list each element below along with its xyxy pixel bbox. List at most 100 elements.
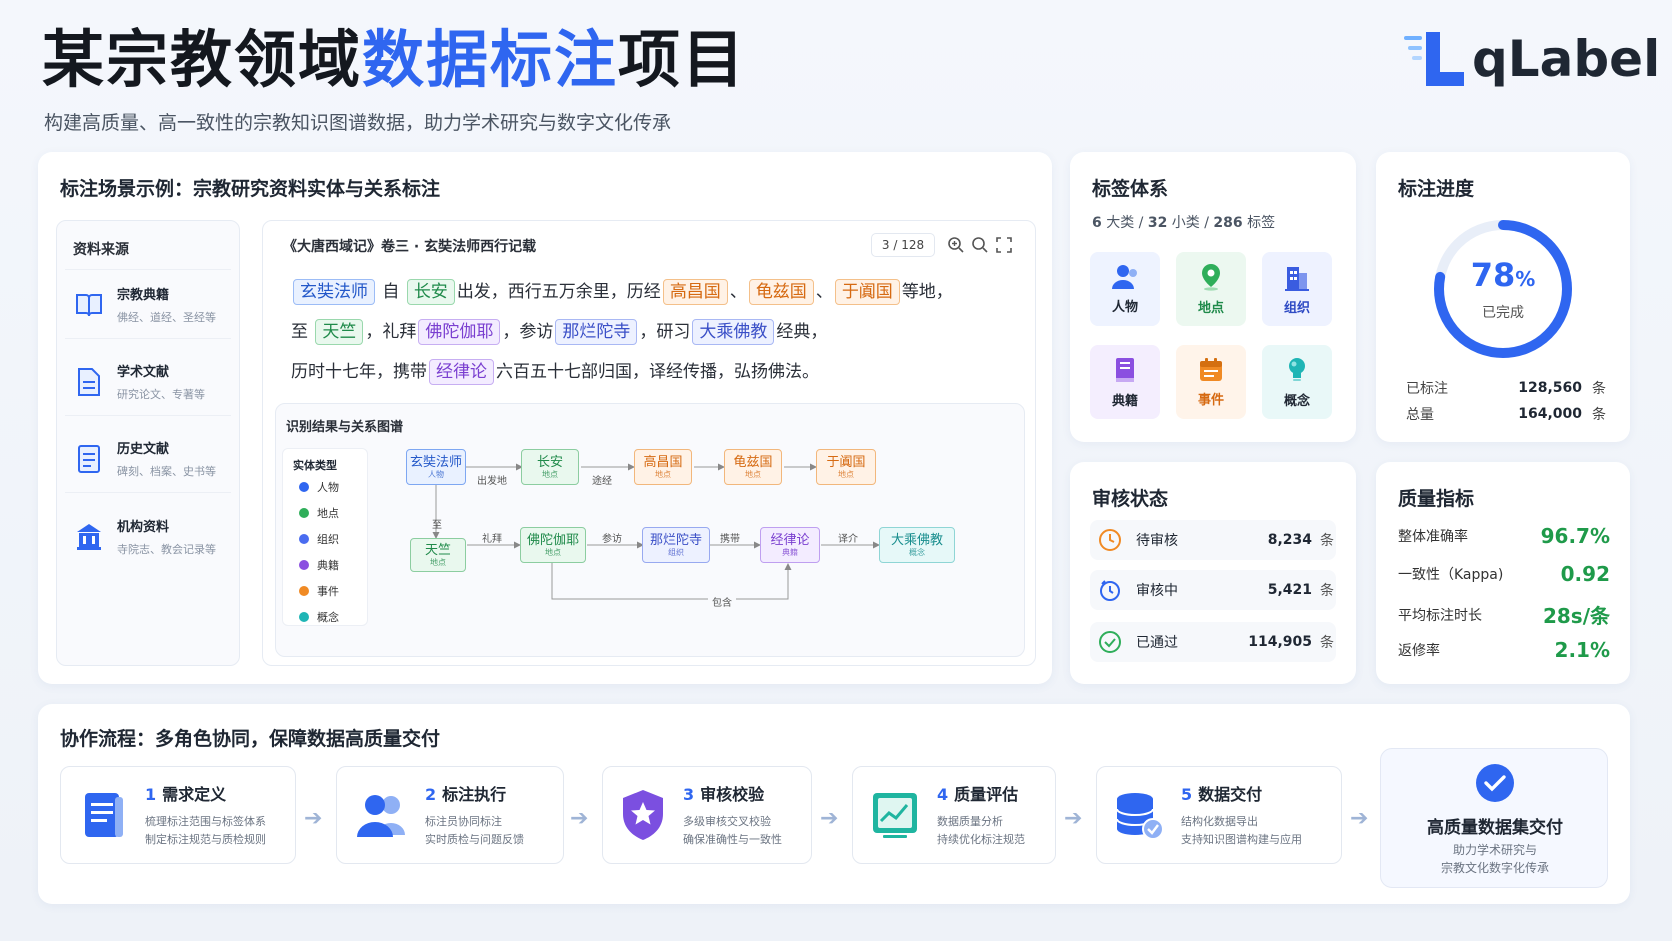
entity-place[interactable]: 长安 bbox=[406, 279, 455, 305]
progress-ring bbox=[1434, 220, 1572, 358]
check-circle-icon bbox=[1099, 631, 1121, 653]
page-indicator[interactable]: 3 / 128 bbox=[871, 233, 935, 257]
logo: qLabel bbox=[1404, 26, 1660, 96]
entity-concept[interactable]: 大乘佛教 bbox=[692, 319, 775, 345]
node-fotuo[interactable]: 佛陀伽耶地点 bbox=[520, 527, 586, 563]
final-desc-1: 助力学术研究与 bbox=[1452, 843, 1537, 857]
fullscreen-icon[interactable] bbox=[995, 236, 1013, 258]
node-gaochang[interactable]: 高昌国地点 bbox=[634, 449, 692, 485]
page-title: 某宗教领域数据标注项目 bbox=[42, 22, 746, 98]
node-yutian[interactable]: 于阗国地点 bbox=[816, 449, 876, 485]
final-title: 高质量数据集交付 bbox=[1427, 818, 1563, 838]
source-item-academic[interactable]: 学术文献研究论文、专著等 bbox=[65, 348, 231, 416]
quality-row-kappa: 一致性（Kappa)0.92 bbox=[1398, 562, 1610, 586]
legend-book: 典籍 bbox=[299, 557, 339, 573]
entity-org[interactable]: 那烂陀寺 bbox=[555, 319, 638, 345]
tag-tile-book[interactable]: 典籍 bbox=[1090, 345, 1160, 419]
entity-place[interactable]: 天竺 bbox=[315, 319, 364, 345]
workflow-card: 协作流程：多角色协同，保障数据高质量交付 bbox=[38, 704, 1630, 904]
edge-label-chufa: 出发地 bbox=[477, 476, 507, 487]
sources-title: 资料来源 bbox=[73, 242, 129, 258]
entity-book[interactable]: 经律论 bbox=[429, 359, 494, 385]
graph-title: 识别结果与关系图谱 bbox=[286, 420, 404, 435]
node-nalantuo[interactable]: 那烂陀寺组织 bbox=[642, 527, 710, 563]
document-list-icon bbox=[85, 793, 123, 837]
page-subtitle: 构建高质量、高一致性的宗教知识图谱数据，助力学术研究与数字文化传承 bbox=[44, 112, 672, 134]
arrow-right-icon: ➔ bbox=[1064, 806, 1083, 831]
tag-system-card: 标签体系 6 大类 / 32 小类 / 286 标签 人物 地点 组织 典籍 事… bbox=[1070, 152, 1356, 442]
file-icon bbox=[73, 443, 105, 475]
book-icon bbox=[1116, 357, 1134, 382]
tag-tile-concept[interactable]: 概念 bbox=[1262, 345, 1332, 419]
node-dacheng[interactable]: 大乘佛教概念 bbox=[879, 527, 955, 563]
building-icon bbox=[1285, 266, 1309, 291]
progress-done-label: 已完成 bbox=[1482, 305, 1524, 321]
chart-monitor-icon bbox=[873, 793, 917, 838]
progress-percent: 78% bbox=[1470, 256, 1536, 294]
book-icon bbox=[73, 289, 105, 321]
entity-place[interactable]: 高昌国 bbox=[662, 279, 728, 305]
tag-tile-org[interactable]: 组织 bbox=[1262, 252, 1332, 326]
scene-title: 标注场景示例：宗教研究资料实体与关系标注 bbox=[60, 178, 441, 200]
doc-line-3: 历时十七年，携带经律论六百五十七部归国，译经传播，弘扬佛法。 bbox=[291, 357, 819, 387]
building-icon bbox=[73, 520, 105, 552]
legend-event: 事件 bbox=[299, 583, 339, 599]
zoom-in-icon[interactable] bbox=[947, 236, 965, 258]
title-accent: 数据标注 bbox=[362, 23, 619, 96]
node-qiuci[interactable]: 龟兹国地点 bbox=[724, 449, 782, 485]
entity-place[interactable]: 龟兹国 bbox=[748, 279, 814, 305]
source-item-history[interactable]: 历史文献碑刻、档案、史书等 bbox=[65, 425, 231, 493]
logo-text: qLabel bbox=[1472, 30, 1661, 88]
location-icon bbox=[1202, 263, 1220, 291]
timer-icon bbox=[1100, 580, 1120, 601]
legend-person: 人物 bbox=[299, 479, 339, 495]
arrow-right-icon: ➔ bbox=[1350, 806, 1369, 831]
legend-concept: 概念 bbox=[299, 609, 339, 625]
shield-star-icon bbox=[623, 790, 663, 840]
calendar-icon bbox=[1200, 357, 1222, 381]
legend-title: 实体类型 bbox=[293, 459, 337, 472]
source-item-scripture[interactable]: 宗教典籍佛经、道经、圣经等 bbox=[65, 271, 231, 339]
entity-place[interactable]: 佛陀伽耶 bbox=[418, 319, 501, 345]
tag-tile-event[interactable]: 事件 bbox=[1176, 345, 1246, 419]
graph-edges bbox=[432, 463, 880, 600]
tag-tile-place[interactable]: 地点 bbox=[1176, 252, 1246, 326]
edge-label-yijie: 译介 bbox=[838, 534, 858, 545]
tag-tile-person[interactable]: 人物 bbox=[1090, 252, 1160, 326]
tags-summary: 6 大类 / 32 小类 / 286 标签 bbox=[1092, 215, 1276, 231]
edge-label-tujing: 途经 bbox=[592, 476, 612, 487]
quality-title: 质量指标 bbox=[1398, 488, 1475, 510]
node-changan[interactable]: 长安地点 bbox=[521, 449, 579, 485]
tags-title: 标签体系 bbox=[1092, 178, 1169, 200]
node-jinglvlun[interactable]: 经律论典籍 bbox=[760, 527, 820, 563]
source-item-institution[interactable]: 机构资料寺院志、教会记录等 bbox=[65, 502, 231, 570]
team-icon bbox=[357, 795, 405, 837]
legend-org: 组织 bbox=[299, 531, 339, 547]
title-part2: 项目 bbox=[618, 23, 747, 96]
graph-panel: 识别结果与关系图谱 实体类型 人物 地点 组织 典籍 事件 概念 bbox=[275, 403, 1025, 657]
entity-place[interactable]: 于阗国 bbox=[834, 279, 900, 305]
arrow-right-icon: ➔ bbox=[570, 806, 589, 831]
title-part1: 某宗教领域 bbox=[42, 23, 363, 96]
progress-title: 标注进度 bbox=[1398, 178, 1475, 200]
search-icon[interactable] bbox=[971, 236, 989, 258]
edge-label-canfang: 参访 bbox=[602, 534, 622, 545]
node-tianzhu[interactable]: 天竺地点 bbox=[410, 538, 466, 572]
node-xuanzang[interactable]: 玄奘法师人物 bbox=[406, 449, 466, 485]
entity-person[interactable]: 玄奘法师 bbox=[293, 279, 375, 305]
